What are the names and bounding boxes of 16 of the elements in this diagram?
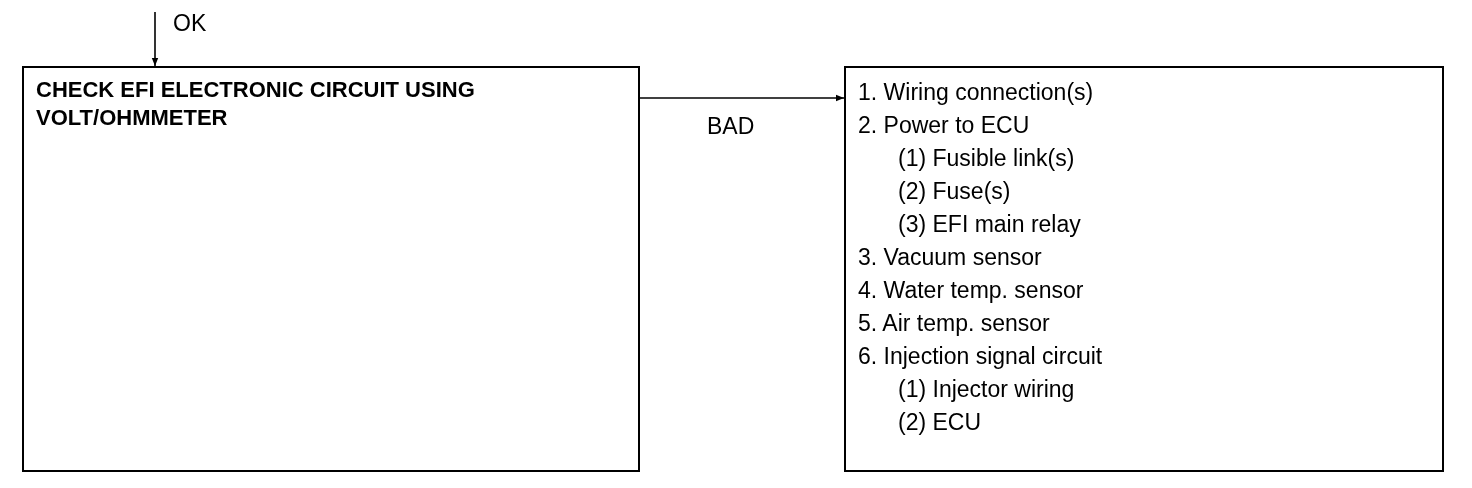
list-item: 1. Wiring connection(s) [858,78,1094,107]
list-item: 6. Injection signal circuit [858,342,1103,371]
process-box [22,66,640,472]
process-box [844,66,1444,472]
list-item: 5. Air temp. sensor [858,309,1050,338]
list-item: (2) Fuse(s) [898,177,1011,206]
box-heading: CHECK EFI ELECTRONIC CIRCUIT USING VOLT/OHMMETER [36,76,476,132]
list-item: (2) ECU [898,408,982,437]
list-item: (3) EFI main relay [898,210,1081,239]
arrow [639,94,845,102]
list-item: (1) Injector wiring [898,375,1075,404]
arrow [151,11,159,67]
list-item: 4. Water temp. sensor [858,276,1084,305]
list-item: (1) Fusible link(s) [898,144,1075,173]
list-item: 2. Power to ECU [858,111,1030,140]
list-item: 3. Vacuum sensor [858,243,1042,272]
